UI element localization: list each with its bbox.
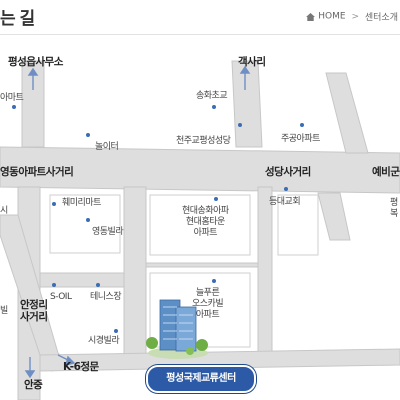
place-left-edge-si: 시 [0, 206, 8, 216]
place-left-edge-bill: 빌 [0, 306, 8, 316]
place-tennis: 테니스장 [90, 292, 122, 302]
place-marker [284, 187, 288, 191]
place-soheoe-school: 송화초교 [196, 91, 228, 101]
road-label-crossing-west: 영동아파트사거리 [0, 166, 74, 178]
place-marker [52, 202, 56, 206]
destination-badge[interactable]: 평성국제교류센터 [146, 365, 256, 393]
place-marker [212, 279, 216, 283]
place-east-pyeong: 평 복 [390, 198, 398, 219]
breadcrumb-separator: > [351, 11, 359, 22]
place-marker [86, 218, 90, 222]
place-marker [96, 283, 100, 287]
place-yeongdong-villa: 영동빌라 [92, 227, 124, 237]
place-marker [86, 133, 90, 137]
place-mart: 아마트 [0, 93, 24, 103]
road-label-crossing-east: 예비군 [372, 166, 400, 178]
breadcrumb-home[interactable]: HOME [318, 11, 346, 22]
breadcrumb: HOME > 센터소개 [306, 10, 398, 23]
road-label-crossing-mid: 성당사거리 [265, 166, 311, 178]
place-playground: 놀이터 [95, 142, 119, 152]
home-icon[interactable] [306, 12, 316, 21]
place-church-catholic: 천주교평성성당 [176, 136, 231, 146]
place-marker [114, 329, 118, 333]
place-marker [12, 105, 16, 109]
road-label-north-right: 객사리 [238, 56, 266, 68]
place-jugong-apt: 주공아파트 [281, 134, 320, 144]
place-marker [300, 123, 304, 127]
place-dungdae-church: 등대교회 [269, 197, 301, 207]
directions-map: 평성읍사무소 객사리 영동아파트사거리 성당사거리 예비군 안정리 사거리 K-… [0, 35, 400, 400]
building-icon [146, 299, 208, 359]
road-label-k6: K-6정문 [63, 361, 99, 373]
top-bar: 는 길 HOME > 센터소개 [0, 0, 400, 35]
place-hwimiri-mart: 훼미리마트 [62, 198, 101, 208]
place-nulpureun: 늘푸른 오스카빌 아파트 [192, 288, 224, 320]
place-sigyeong-villa: 시경빌라 [88, 336, 120, 346]
place-marker [212, 105, 216, 109]
place-marker [238, 123, 242, 127]
place-marker [52, 283, 56, 287]
road-label-south: 안중 [24, 379, 43, 391]
place-marker [214, 197, 218, 201]
page-title: 는 길 [0, 9, 35, 29]
road-label-north-left: 평성읍사무소 [8, 56, 63, 68]
breadcrumb-center-intro[interactable]: 센터소개 [364, 13, 398, 23]
place-hyundai-apt: 현대송화아파 현대홈타운 아파트 [182, 206, 229, 238]
road-label-anjeongri: 안정리 사거리 [20, 299, 48, 323]
map-roads [0, 60, 400, 400]
place-soil: S-OIL [50, 292, 72, 302]
